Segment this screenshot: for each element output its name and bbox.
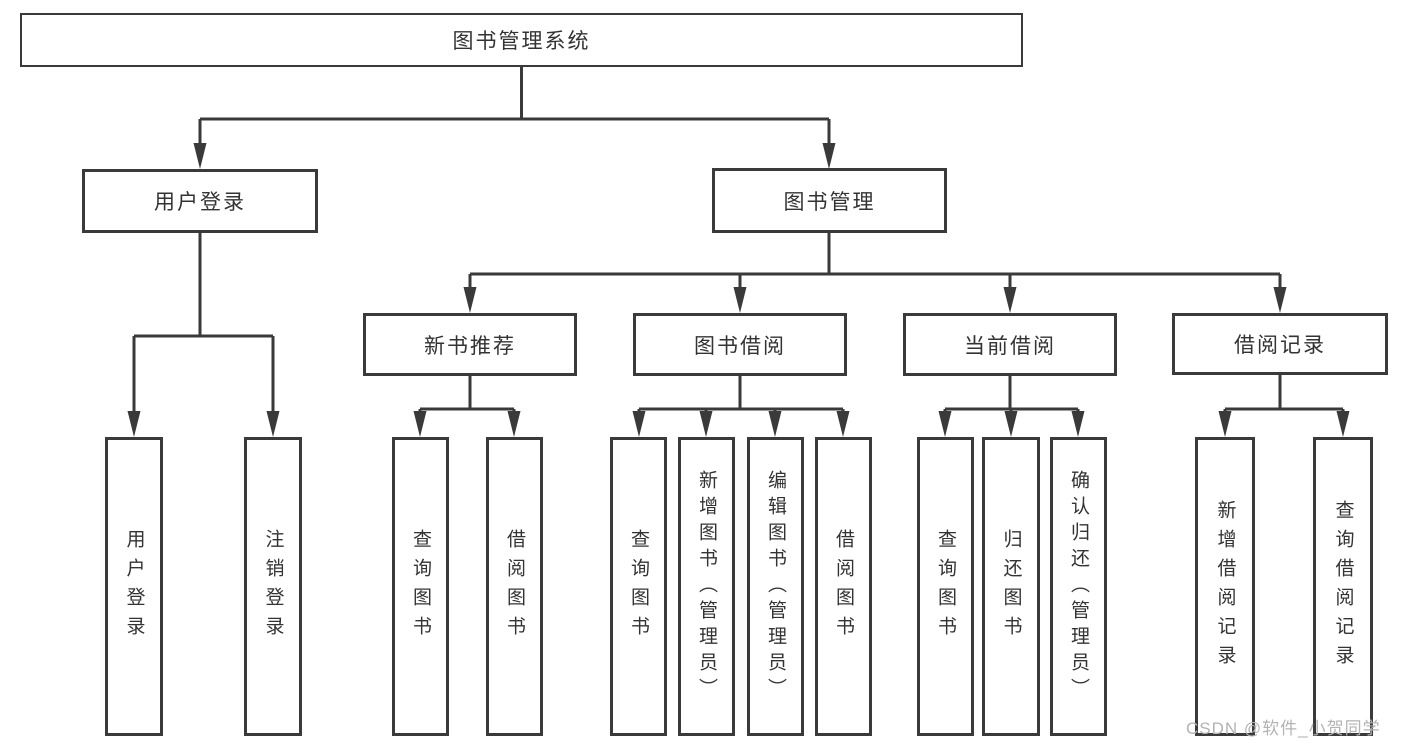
node-borrowing-records: 借阅记录 — [1172, 313, 1388, 375]
node-label: 查询图书 — [935, 528, 956, 645]
node-label: 注销登录 — [262, 528, 284, 645]
leaf-user-login: 用户登录 — [105, 437, 163, 736]
node-label: 查询图书 — [628, 528, 649, 645]
edge-user-login-children — [132, 233, 275, 413]
node-new-book-recommendation: 新书推荐 — [363, 313, 577, 376]
node-book-borrowing: 图书借阅 — [633, 313, 847, 376]
edge-borrow-record-children — [1223, 375, 1345, 414]
leaf-logout: 注销登录 — [244, 437, 302, 736]
node-label: 图书借阅 — [694, 334, 786, 358]
leaf-query-books-borrow: 查询图书 — [610, 437, 667, 736]
edge-current-borrow-children — [943, 376, 1080, 414]
node-current-borrowing: 当前借阅 — [903, 313, 1117, 376]
edge-new-book-children — [418, 376, 516, 414]
node-label: 图书管理 — [783, 190, 876, 214]
node-label: 当前借阅 — [964, 334, 1056, 358]
leaf-edit-books-admin: 编辑图书（管理员） — [747, 437, 804, 736]
leaf-confirm-return-admin: 确认归还（管理员） — [1050, 437, 1107, 736]
node-library-management-system: 图书管理系统 — [20, 13, 1023, 67]
node-label: 用户登录 — [123, 528, 145, 645]
node-label: 查询图书 — [410, 528, 431, 645]
node-label: 新增借阅记录 — [1214, 499, 1236, 674]
node-label: 编辑图书（管理员） — [765, 469, 786, 704]
node-label: 新书推荐 — [424, 334, 516, 358]
arrowheads — [127, 143, 1350, 437]
edge-book-management-children — [468, 233, 1282, 289]
leaf-return-books: 归还图书 — [982, 437, 1040, 736]
leaf-add-books-admin: 新增图书（管理员） — [678, 437, 735, 736]
node-label: 确认归还（管理员） — [1068, 469, 1089, 704]
leaf-borrow-books-recommend: 借阅图书 — [486, 437, 543, 736]
edge-book-borrow-children — [637, 376, 845, 414]
leaf-query-books-current: 查询图书 — [917, 437, 974, 736]
node-label: 新增图书（管理员） — [696, 469, 717, 704]
leaf-add-borrow-record: 新增借阅记录 — [1195, 437, 1255, 736]
node-label: 图书管理系统 — [452, 30, 591, 53]
node-user-login: 用户登录 — [82, 169, 318, 233]
leaf-query-borrow-record: 查询借阅记录 — [1313, 437, 1373, 736]
node-label: 借阅记录 — [1234, 334, 1326, 357]
node-label: 借阅图书 — [833, 528, 854, 645]
node-label: 用户登录 — [154, 191, 246, 214]
node-label: 借阅图书 — [504, 528, 525, 645]
node-book-management: 图书管理 — [712, 168, 947, 233]
leaf-borrow-books: 借阅图书 — [815, 437, 872, 736]
node-label: 查询借阅记录 — [1332, 499, 1354, 674]
csdn-watermark: CSDN @软件_小贺同学 — [1186, 719, 1381, 738]
node-label: 归还图书 — [1000, 528, 1022, 645]
leaf-query-books-recommend: 查询图书 — [392, 437, 449, 736]
edge-root-to-level2 — [198, 67, 831, 145]
